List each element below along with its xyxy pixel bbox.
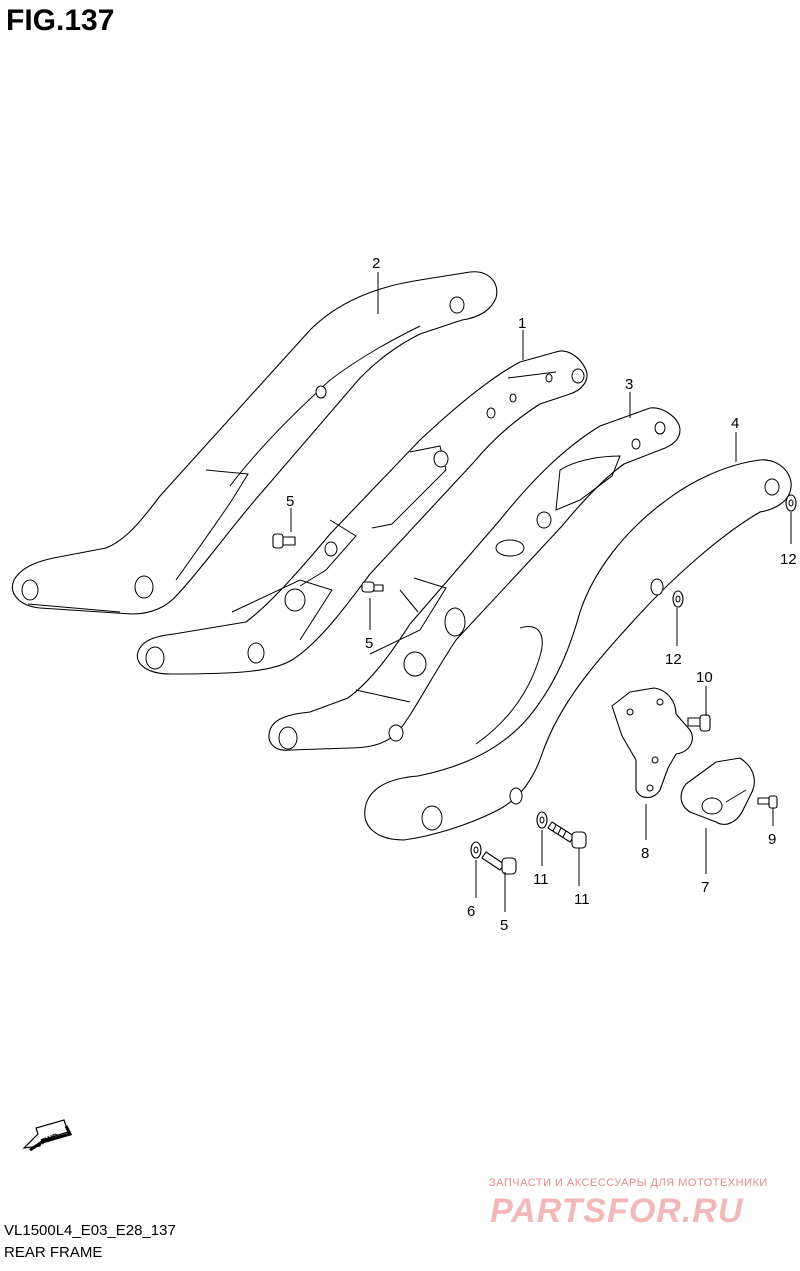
cushion-part-7 [680,757,755,825]
watermark-logo: PARTSFOR.RU [490,1192,744,1230]
frame-part-4 [364,459,792,841]
callout-9: 9 [768,831,776,848]
callout-12-mid: 12 [665,651,682,668]
washer-12-b [672,590,684,608]
forward-arrow-icon: FWD [22,1119,73,1152]
washer-11-b [470,841,482,859]
bolt-9 [757,795,778,809]
callout-11-right: 11 [533,871,549,888]
callout-11-left: 6 [467,903,475,920]
diagram-caption: REAR FRAME [4,1244,103,1261]
bracket-part-8 [611,687,693,799]
bolt-5-upper [272,533,296,549]
bolt-5-mid [361,581,384,593]
callout-7: 7 [701,879,709,896]
figure-number: FIG.137 [6,4,115,37]
callout-5-lower: 5 [500,917,508,934]
washer-11-a [536,811,548,829]
callout-6: 11 [574,891,590,908]
frame-part-3 [268,407,681,751]
bolt-10 [687,714,711,732]
frame-part-2 [12,271,498,615]
callout-8: 8 [641,845,649,862]
washer-12-a [785,494,797,512]
callout-5-upper: 5 [286,493,294,510]
diagram-code: VL1500L4_E03_E28_137 [4,1222,176,1239]
watermark-tagline: ЗАПЧАСТИ И АКСЕССУАРЫ ДЛЯ МОТОТЕХНИКИ [489,1177,768,1189]
callout-2: 2 [372,255,380,272]
frame-part-1 [136,350,588,675]
callout-12-right: 12 [780,551,797,568]
callout-4: 4 [731,415,739,432]
bolt-6 [547,821,587,849]
callout-1: 1 [518,315,526,332]
callout-3: 3 [625,376,633,393]
callout-5-mid: 5 [365,635,373,652]
callout-10: 10 [696,669,713,686]
leader-lines [290,272,792,912]
bolt-5-lower [481,851,517,875]
